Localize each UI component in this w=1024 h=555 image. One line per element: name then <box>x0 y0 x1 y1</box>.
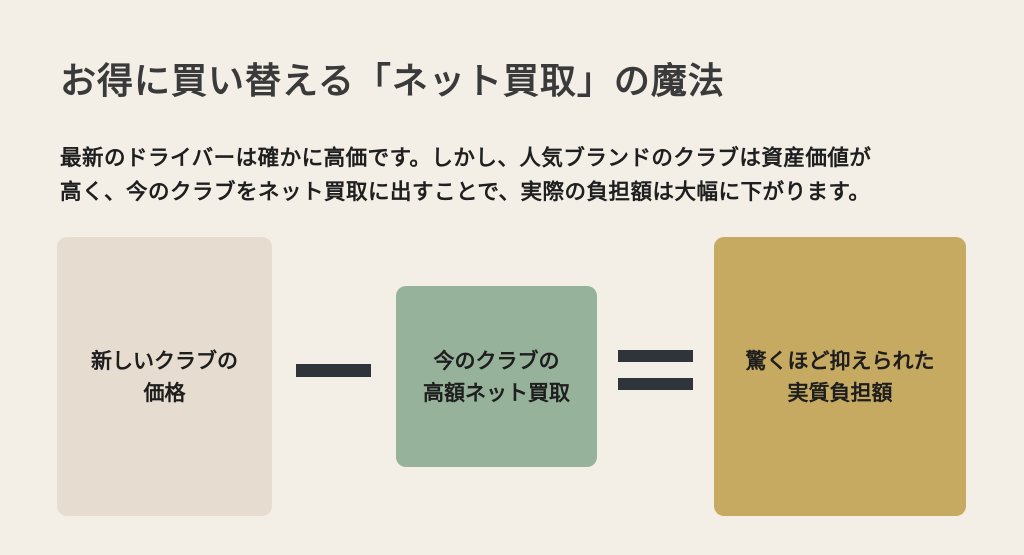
trade-in-value-box: 今のクラブの 高額ネット買取 <box>396 286 597 467</box>
description-line-1: 最新のドライバーは確かに高価です。しかし、人気ブランドのクラブは資産価値が <box>60 146 872 171</box>
description-paragraph: 最新のドライバーは確かに高価です。しかし、人気ブランドのクラブは資産価値が 高く… <box>60 142 990 210</box>
description-line-2: 高く、今のクラブをネット買取に出すことで、実際の負担額は大幅に下がります。 <box>60 180 871 205</box>
page-title: お得に買い替える「ネット買取」の魔法 <box>60 61 725 102</box>
effective-cost-line-2: 実質負担額 <box>787 380 893 405</box>
equals-top-bar <box>618 350 693 362</box>
new-club-price-box: 新しいクラブの 価格 <box>57 237 272 516</box>
trade-in-value-line-1: 今のクラブの <box>433 348 560 373</box>
effective-cost-line-1: 驚くほど抑えられた <box>745 348 935 373</box>
new-club-price-label: 新しいクラブの 価格 <box>91 345 238 409</box>
trade-in-value-label: 今のクラブの 高額ネット買取 <box>423 345 570 409</box>
effective-cost-box: 驚くほど抑えられた 実質負担額 <box>714 237 966 516</box>
new-club-price-line-1: 新しいクラブの <box>91 348 238 373</box>
new-club-price-line-2: 価格 <box>143 380 186 405</box>
equals-bottom-bar <box>618 378 693 390</box>
effective-cost-label: 驚くほど抑えられた 実質負担額 <box>746 345 935 409</box>
trade-in-value-line-2: 高額ネット買取 <box>423 380 570 405</box>
minus-icon <box>296 364 371 377</box>
